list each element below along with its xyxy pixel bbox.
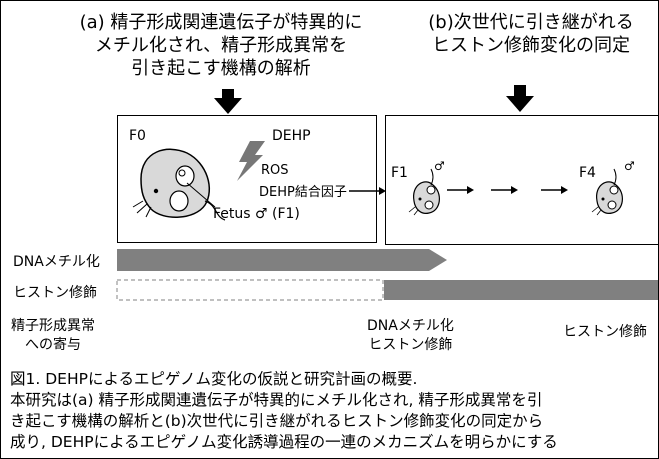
stage-middle-line: DNAメチル化	[367, 318, 454, 334]
panel-b-heading-line: (b)次世代に引き継がれる	[428, 12, 634, 33]
histone-solid-bar	[384, 280, 658, 300]
right-arrow-icon	[541, 186, 568, 194]
male-symbol: ♂	[434, 159, 445, 173]
fetus-pointer-line	[186, 182, 216, 208]
panel-b-heading-line: ヒストン修飾変化の同定	[432, 35, 630, 56]
right-arrow-icon	[349, 187, 386, 195]
fetus-label: Fetus ♂ (F1)	[213, 206, 300, 222]
f1-label: F1	[391, 165, 408, 181]
down-arrow-icon	[506, 85, 534, 112]
panel-b-heading: (b)次世代に引き継がれる ヒストン修飾変化の同定	[406, 11, 656, 57]
caption: 図1. DEHPによるエピゲノム変化の仮説と研究計画の概要. 本研究は(a) 精…	[10, 369, 558, 453]
caption-line: 本研究は(a) 精子形成関連遺伝子が特異的にメチル化され, 精子形成異常を引	[10, 391, 543, 409]
male-symbol: ♂	[624, 159, 635, 173]
stage-left-line: 精子形成異常	[11, 318, 95, 334]
histone-dashed-bar	[116, 279, 384, 301]
stage-left: 精子形成異常 への寄与	[11, 317, 95, 355]
box-b	[385, 115, 658, 245]
right-arrow-icon	[491, 186, 518, 194]
down-arrow-icon	[214, 89, 242, 114]
dehp-label: DEHP	[272, 128, 311, 144]
panel-a-heading-line: (a) 精子形成関連遺伝子が特異的に	[79, 12, 363, 33]
caption-line: 成り, DEHPによるエピゲノム変化誘導過程の一連のメカニズムを明らかにする	[10, 433, 558, 451]
stage-right: ヒストン修飾	[563, 324, 647, 340]
histone-modification-label: ヒストン修飾	[13, 285, 97, 301]
panel-a-heading-line: メチル化され、精子形成異常を	[94, 35, 348, 56]
caption-line: き起こす機構の解析と(b)次世代に引き継がれるヒストン修飾変化の同定から	[10, 412, 544, 430]
stage-middle-line: ヒストン修飾	[368, 337, 453, 353]
ros-label: ROS	[261, 163, 289, 178]
stage-left-line: への寄与	[25, 337, 81, 353]
panel-a-heading: (a) 精子形成関連遺伝子が特異的に メチル化され、精子形成異常を 引き起こす機…	[71, 11, 371, 80]
dna-methylation-label: DNAメチル化	[13, 254, 100, 270]
mouse-f0-icon	[132, 148, 226, 221]
f4-label: F4	[579, 165, 596, 181]
mouse-f4-icon	[591, 168, 623, 216]
mouse-f1-icon	[408, 168, 440, 216]
f0-label: F0	[129, 128, 146, 144]
lightning-icon	[237, 141, 265, 181]
stage-middle: DNAメチル化 ヒストン修飾	[367, 317, 454, 355]
right-arrow-icon	[447, 186, 474, 194]
factor-label: DEHP結合因子	[259, 185, 347, 200]
panel-a-heading-line: 引き起こす機構の解析	[131, 58, 311, 79]
dna-methylation-bar	[117, 249, 447, 271]
caption-title: 図1. DEHPによるエピゲノム変化の仮説と研究計画の概要.	[10, 370, 418, 388]
